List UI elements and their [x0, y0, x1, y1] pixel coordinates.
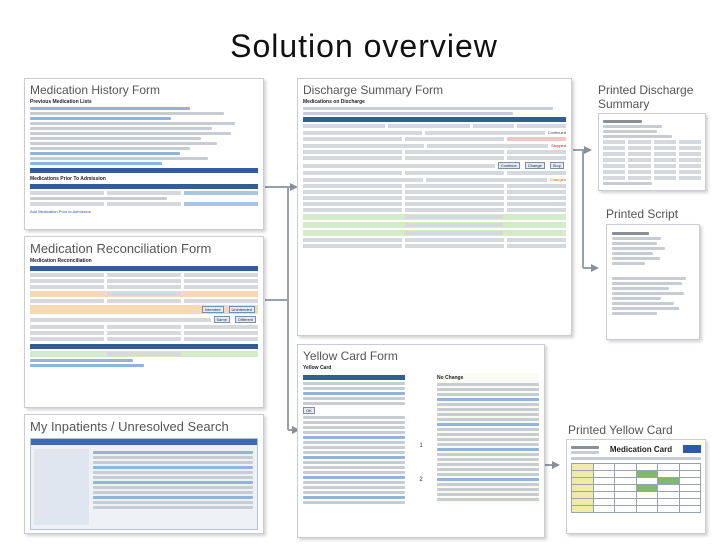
- connector-discharge-branch: [573, 149, 584, 268]
- inpatients-title: My Inpatients / Unresolved Search: [30, 419, 229, 434]
- medication-card-table: [571, 463, 701, 513]
- printed-discharge-summary: [598, 113, 706, 191]
- intended-button[interactable]: Intended: [201, 306, 224, 313]
- unintended-button[interactable]: Unintended: [228, 306, 255, 313]
- medication-history-form: Medication History Form Previous Medicat…: [24, 78, 264, 230]
- slide-title: Solution overview: [230, 28, 498, 64]
- printed-script: [606, 224, 700, 340]
- same-button[interactable]: Same: [213, 316, 230, 323]
- add-medication-link[interactable]: Add Medication Prior to Admission: [30, 209, 91, 214]
- status-stopped: Stopped: [551, 143, 566, 148]
- yellow-item-1: 1: [419, 443, 423, 449]
- previous-medication-lists-heading: Previous Medication Lists: [30, 99, 92, 105]
- inpatients-screenshot: [30, 438, 258, 530]
- printed-script-title: Printed Script: [606, 207, 679, 221]
- inpatients-search-panel: My Inpatients / Unresolved Search: [24, 414, 264, 534]
- printed-discharge-title: Printed Discharge Summary: [598, 83, 693, 111]
- printed-discharge-title-line2: Summary: [598, 97, 650, 111]
- yellow-card-title: Yellow Card Form: [303, 349, 398, 363]
- yellow-card-form: Yellow Card Form Yellow Card OK 1 2 No C…: [297, 344, 545, 538]
- printed-yellow-card: Medication Card: [566, 439, 706, 534]
- status-continued: Continued: [547, 130, 566, 135]
- change-button[interactable]: Change: [524, 162, 545, 169]
- nhs-logo: [682, 445, 701, 453]
- discharge-summary-form: Discharge Summary Form Medications on Di…: [297, 78, 572, 336]
- no-change-label: No Change: [437, 375, 464, 381]
- yellow-card-heading: Yellow Card: [303, 365, 332, 371]
- status-changed: Changed: [549, 177, 566, 182]
- medications-on-discharge-heading: Medications on Discharge: [303, 99, 365, 105]
- medication-reconciliation-form: Medication Reconciliation Form Medicatio…: [24, 236, 264, 408]
- continue-button[interactable]: Continue: [497, 162, 520, 169]
- yellow-ok-button[interactable]: OK: [303, 407, 315, 414]
- reconciliation-title: Medication Reconciliation Form: [30, 241, 212, 256]
- different-button[interactable]: Different: [234, 316, 256, 323]
- medications-prior-heading: Medications Prior To Admission: [30, 176, 106, 182]
- printed-discharge-title-line1: Printed Discharge: [598, 83, 694, 97]
- reconciliation-heading: Medication Reconciliation: [30, 258, 92, 264]
- medication-history-title: Medication History Form: [30, 83, 161, 97]
- medication-card-heading: Medication Card: [609, 444, 673, 454]
- stop-button[interactable]: Stop: [549, 162, 564, 169]
- discharge-title: Discharge Summary Form: [303, 83, 444, 97]
- yellow-item-2: 2: [419, 477, 423, 483]
- printed-yellow-card-title: Printed Yellow Card: [568, 423, 673, 437]
